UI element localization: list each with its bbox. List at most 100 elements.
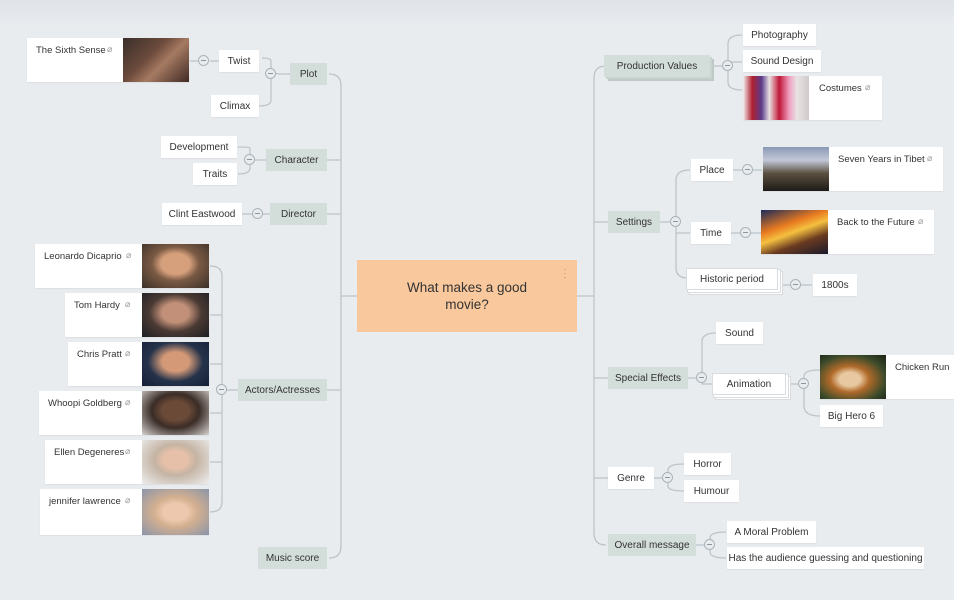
topic-genre[interactable]: Genre: [608, 467, 654, 489]
node-guessing-label: Has the audience guessing and questionin…: [728, 552, 923, 564]
node-place[interactable]: Place: [691, 159, 733, 181]
collapse-toggle-icon[interactable]: [198, 55, 209, 66]
card-actor-name: jennifer lawrence: [49, 496, 121, 507]
card-actor[interactable]: jennifer lawrence ⌀: [40, 489, 209, 535]
topic-settings[interactable]: Settings: [608, 211, 660, 233]
node-time[interactable]: Time: [691, 222, 731, 244]
node-moral-problem[interactable]: A Moral Problem: [727, 521, 816, 543]
collapse-toggle-icon[interactable]: [244, 154, 255, 165]
card-costumes[interactable]: Costumes ⌀: [743, 76, 882, 120]
collapse-toggle-icon[interactable]: [704, 539, 715, 550]
paperclip-icon[interactable]: ⌀: [125, 446, 131, 456]
movie-poster-image: [763, 147, 829, 191]
node-photography-label: Photography: [751, 29, 808, 41]
card-seven-years-label: Seven Years in Tibet: [838, 154, 925, 165]
node-audience-guessing[interactable]: Has the audience guessing and questionin…: [727, 547, 924, 569]
collapse-toggle-icon[interactable]: [216, 384, 227, 395]
card-actor[interactable]: Whoopi Goldberg ⌀: [39, 391, 209, 435]
topic-music-label: Music score: [265, 552, 320, 564]
topic-actors[interactable]: Actors/Actresses: [238, 379, 327, 401]
topic-overall-label: Overall message: [614, 539, 690, 551]
card-actor-name: Ellen Degeneres: [54, 447, 125, 458]
node-time-label: Time: [700, 227, 722, 239]
card-costumes-label: Costumes: [819, 83, 862, 94]
node-animation[interactable]: Animation: [712, 373, 786, 395]
topic-music-score[interactable]: Music score: [258, 547, 327, 569]
node-development[interactable]: Development: [161, 136, 237, 158]
node-1800s[interactable]: 1800s: [813, 274, 857, 296]
card-actor[interactable]: Tom Hardy ⌀: [65, 293, 209, 337]
card-actor-name: Chris Pratt: [77, 349, 122, 360]
topic-character[interactable]: Character: [266, 149, 327, 171]
card-chicken-run[interactable]: Chicken Run: [820, 355, 954, 399]
paperclip-icon[interactable]: ⌀: [865, 82, 871, 92]
collapse-toggle-icon[interactable]: [722, 60, 733, 71]
topic-special-effects[interactable]: Special Effects: [608, 367, 688, 389]
node-twist[interactable]: Twist: [219, 50, 259, 72]
movie-poster-image: [761, 210, 828, 254]
node-historic-label: Historic period: [700, 273, 764, 285]
card-actor[interactable]: Ellen Degeneres ⌀: [45, 440, 209, 484]
node-development-label: Development: [169, 141, 229, 153]
card-actor[interactable]: Leonardo Dicaprio ⌀: [35, 244, 209, 288]
node-humour[interactable]: Humour: [684, 480, 739, 502]
central-title: What makes a good movie?: [406, 280, 528, 312]
node-sound-design-label: Sound Design: [750, 55, 814, 67]
topic-plot-label: Plot: [299, 68, 318, 80]
collapse-toggle-icon[interactable]: [252, 208, 263, 219]
topic-special-effects-label: Special Effects: [615, 372, 681, 384]
collapse-toggle-icon[interactable]: [798, 378, 809, 389]
paperclip-icon[interactable]: ⌀: [126, 250, 132, 260]
card-actor[interactable]: Chris Pratt ⌀: [68, 342, 209, 386]
collapse-toggle-icon[interactable]: [662, 472, 673, 483]
node-photography[interactable]: Photography: [743, 24, 816, 46]
card-sixth-sense[interactable]: The Sixth Sense ⌀: [27, 38, 189, 82]
node-historic-period[interactable]: Historic period: [686, 268, 778, 290]
paperclip-icon[interactable]: ⌀: [927, 153, 933, 163]
collapse-toggle-icon[interactable]: [670, 216, 681, 227]
vertical-dots-icon[interactable]: ···: [563, 264, 567, 282]
movie-still-image: [123, 38, 189, 82]
topic-settings-label: Settings: [615, 216, 653, 228]
collapse-toggle-icon[interactable]: [265, 68, 276, 79]
topic-plot[interactable]: Plot: [290, 63, 327, 85]
canvas-top-shade: [0, 0, 954, 28]
card-actor-name: Whoopi Goldberg: [48, 398, 122, 409]
topic-director[interactable]: Director: [270, 203, 327, 225]
actor-photo: [142, 293, 209, 337]
paperclip-icon[interactable]: ⌀: [125, 348, 131, 358]
collapse-toggle-icon[interactable]: [696, 372, 707, 383]
node-clint-label: Clint Eastwood: [168, 208, 236, 220]
actor-photo: [142, 391, 209, 435]
node-big-hero-6[interactable]: Big Hero 6: [820, 405, 883, 427]
paperclip-icon[interactable]: ⌀: [125, 397, 131, 407]
node-moral-label: A Moral Problem: [734, 526, 809, 538]
topic-overall-message[interactable]: Overall message: [608, 534, 696, 556]
node-horror-label: Horror: [693, 458, 722, 470]
card-back-future-label: Back to the Future: [837, 217, 915, 228]
topic-production-values[interactable]: Production Values: [604, 55, 710, 77]
node-horror[interactable]: Horror: [684, 453, 731, 475]
costumes-image: [743, 76, 809, 120]
paperclip-icon[interactable]: ⌀: [125, 299, 131, 309]
node-big-hero-label: Big Hero 6: [827, 410, 876, 422]
collapse-toggle-icon[interactable]: [740, 227, 751, 238]
card-back-to-future[interactable]: Back to the Future ⌀: [761, 210, 934, 254]
node-sound[interactable]: Sound: [716, 322, 763, 344]
central-topic[interactable]: What makes a good movie? ···: [357, 260, 577, 332]
node-traits-label: Traits: [202, 168, 228, 180]
node-climax-label: Climax: [219, 100, 251, 112]
node-traits[interactable]: Traits: [193, 163, 237, 185]
paperclip-icon[interactable]: ⌀: [125, 495, 131, 505]
topic-character-label: Character: [274, 154, 319, 166]
card-seven-years[interactable]: Seven Years in Tibet ⌀: [763, 147, 943, 191]
node-clint-eastwood[interactable]: Clint Eastwood: [162, 203, 242, 225]
collapse-toggle-icon[interactable]: [790, 279, 801, 290]
node-climax[interactable]: Climax: [211, 95, 259, 117]
actor-photo: [142, 440, 209, 484]
collapse-toggle-icon[interactable]: [742, 164, 753, 175]
paperclip-icon[interactable]: ⌀: [918, 216, 924, 226]
paperclip-icon[interactable]: ⌀: [107, 44, 113, 54]
topic-production-label: Production Values: [616, 60, 698, 72]
node-sound-design[interactable]: Sound Design: [743, 50, 821, 72]
